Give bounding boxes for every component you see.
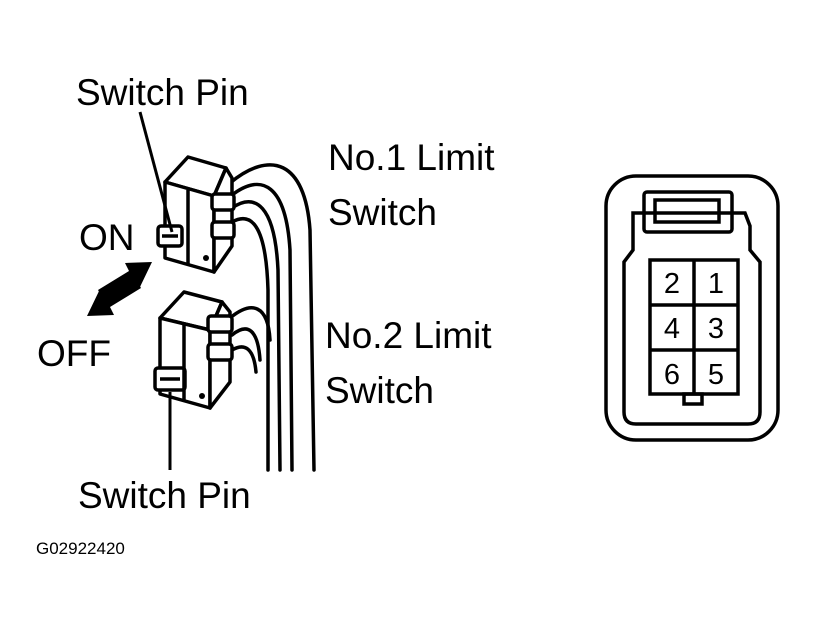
limit-switch-2 <box>153 290 234 410</box>
connector <box>604 174 780 442</box>
limit-switch-1 <box>156 155 236 274</box>
limit-switch-1-label-line2: Switch <box>328 192 437 233</box>
limit-switch-2-label-line2: Switch <box>325 370 434 411</box>
figure-code: G02922420 <box>36 539 125 558</box>
on-off-arrow-icon <box>87 262 152 316</box>
wire-harness <box>228 163 316 472</box>
pin-label-5: 5 <box>708 359 724 391</box>
connector-pin-labels: 2 1 4 3 6 5 <box>664 268 724 391</box>
pin-label-6: 6 <box>664 359 680 391</box>
off-label: OFF <box>37 333 111 374</box>
switch-pin-bottom-label: Switch Pin <box>78 475 251 516</box>
limit-switch-2-label-line1: No.2 Limit <box>325 315 492 356</box>
pin-label-3: 3 <box>708 313 724 345</box>
pin-label-2: 2 <box>664 268 680 300</box>
on-label: ON <box>79 217 135 258</box>
pin-label-4: 4 <box>664 313 680 345</box>
pin-label-1: 1 <box>708 268 724 300</box>
limit-switch-1-label-line1: No.1 Limit <box>328 137 495 178</box>
switch-pin-top-label: Switch Pin <box>76 72 249 113</box>
leader-line-top <box>138 111 174 233</box>
